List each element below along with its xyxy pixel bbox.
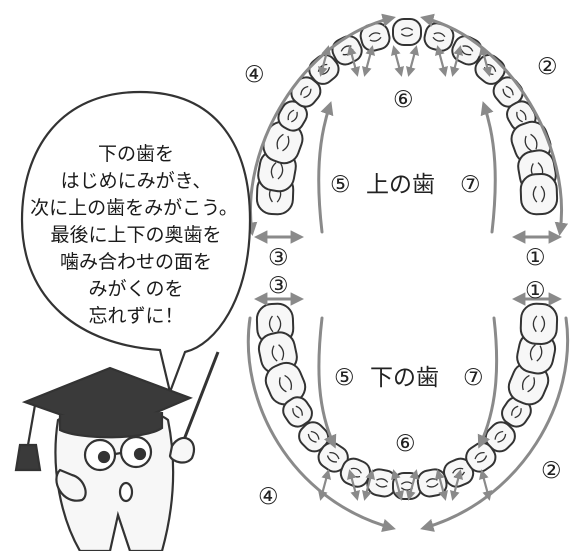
step-2-lower: ② (541, 458, 562, 484)
cap-tassel-cord (26, 404, 37, 446)
left-hand-icon (55, 468, 87, 502)
lower-jaw-label: 下の歯 (370, 365, 439, 391)
incisor-arrow (318, 469, 331, 501)
lower-tooth (264, 361, 307, 406)
incisor-arrow (406, 45, 419, 77)
step-3-upper: ③ (268, 245, 289, 271)
bubble-line-5: 噛み合わせの面を (60, 251, 212, 273)
upper-tooth (519, 173, 559, 216)
step-5-upper: ⑤ (330, 172, 351, 198)
incisor-arrow (450, 45, 463, 77)
step-6-upper: ⑥ (393, 87, 414, 113)
step-4-upper: ④ (244, 62, 265, 88)
step-7-upper: ⑦ (460, 172, 481, 198)
arrow-lower-inner-left (317, 316, 337, 449)
incisor-arrow (450, 469, 463, 501)
incisor-arrow (362, 45, 375, 77)
tooth-teacher-character (14, 351, 220, 551)
incisor-arrow (435, 45, 448, 77)
step-labels: ④ ② ⑥ ⑤ 上の歯 ⑦ ③ ① ③ ① ⑤ 下の歯 ⑦ ⑥ ② ④ (244, 54, 562, 510)
step-2-upper: ② (537, 54, 558, 80)
arrow-lower-outer-right (420, 316, 570, 532)
bubble-line-6: みがくのを (88, 278, 183, 300)
step-4-lower: ④ (258, 484, 279, 510)
lower-tooth (484, 421, 516, 453)
incisor-arrow (347, 45, 360, 77)
bubble-line-3: 次に上の歯をみがこう。 (30, 197, 238, 219)
eye-right-icon (133, 447, 147, 461)
bubble-line-1: 下の歯を (98, 143, 174, 165)
step-5-lower: ⑤ (334, 365, 355, 391)
step-3-lower: ③ (268, 273, 289, 299)
bubble-line-2: はじめにみがき、 (61, 170, 212, 192)
incisor-arrow (347, 469, 360, 501)
arrow-upper-inner-right (480, 101, 497, 234)
upper-tooth (392, 18, 422, 46)
upper-incisor-arrows (318, 45, 492, 77)
incisor-arrow (406, 469, 419, 501)
cap-tassel-icon (14, 443, 42, 472)
incisor-arrow (391, 469, 404, 501)
incisor-arrow (362, 469, 375, 501)
arrow-lower-outer-left (246, 316, 396, 532)
incisor-arrow (391, 45, 404, 77)
step-7-lower: ⑦ (463, 365, 484, 391)
bubble-line-4: 最後に上下の奥歯を (50, 224, 221, 246)
arrow-upper-outer-right (420, 13, 569, 237)
incisor-arrow (435, 469, 448, 501)
arrow-upper-inner-left (317, 101, 334, 234)
lower-teeth (255, 302, 559, 500)
step-1-upper: ① (525, 245, 546, 271)
step-1-lower: ① (525, 278, 546, 304)
brushing-arrows (243, 13, 570, 532)
incisor-arrow (479, 45, 492, 77)
arrow-upper-outer-left (243, 13, 396, 237)
bubble-line-7: 忘れずに！ (88, 305, 183, 327)
arrow-lower-inner-right (477, 316, 499, 449)
upper-jaw-label: 上の歯 (366, 172, 435, 198)
lower-incisor-arrows (318, 469, 492, 501)
incisor-arrow (479, 469, 492, 501)
eye-left-icon (97, 450, 111, 464)
lower-tooth (519, 302, 559, 345)
mouth-icon (118, 481, 134, 503)
incisor-arrow (318, 45, 331, 77)
upper-tooth (359, 22, 391, 52)
right-hand-icon (168, 436, 195, 464)
speech-bubble: 下の歯を はじめにみがき、 次に上の歯をみがこう。 最後に上下の奥歯を 噛み合わ… (20, 90, 252, 396)
step-6-lower: ⑥ (395, 431, 416, 457)
lower-tooth (282, 396, 313, 428)
pointer-stick (178, 351, 220, 451)
